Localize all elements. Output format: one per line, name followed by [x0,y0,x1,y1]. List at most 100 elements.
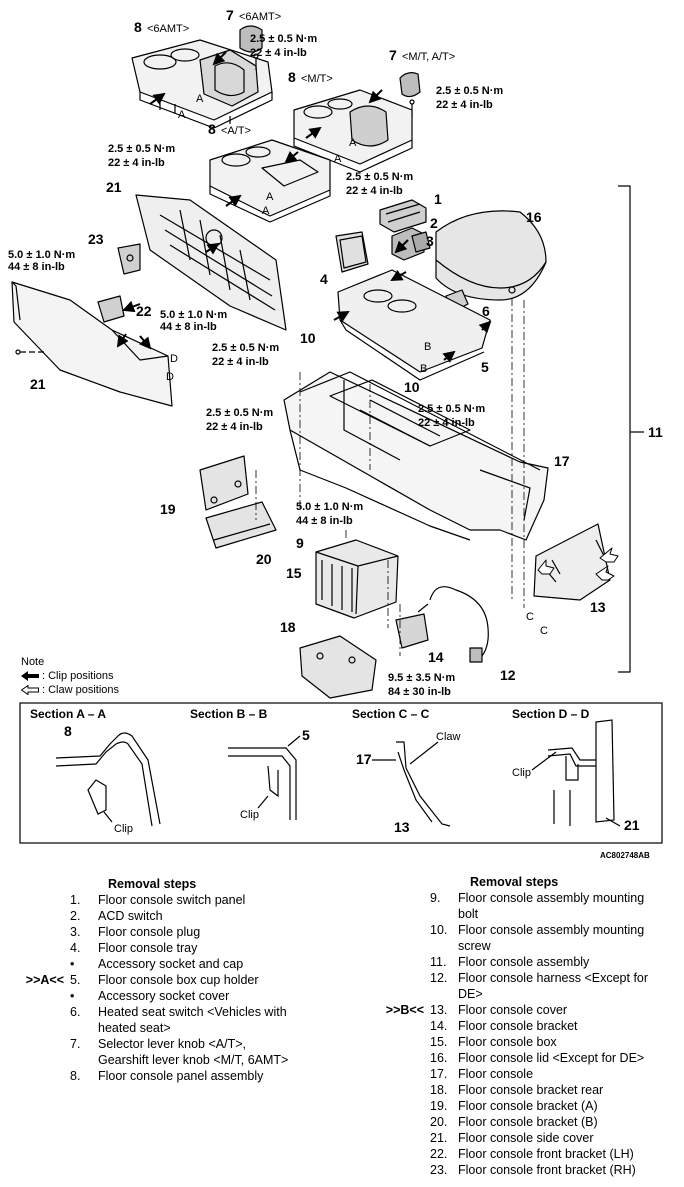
step-number: 16. [430,1051,448,1065]
step-number [430,938,458,954]
torque-2-nm: 2.5 ± 0.5 N·m [436,85,503,97]
part-3-label: 3 [426,233,434,249]
part-7-6amt-number: 7 [226,7,234,23]
ref-c-2: C [540,625,548,637]
step-text: heated seat> [98,1021,171,1035]
step-text: screw [458,939,491,953]
harness-12 [417,586,489,663]
removal-step: •Accessory socket cover [20,988,350,1004]
bracket-rear-18 [299,635,377,699]
removal-step: 10.Floor console assembly mounting [380,922,680,938]
torque-8-inlb: 22 ± 4 in-lb [418,417,475,429]
torque-10-inlb: 44 ± 8 in-lb [296,515,353,527]
removal-step: 18.Floor console bracket rear [380,1082,680,1098]
step-number: 20. [430,1115,448,1129]
step-number: 12. [430,971,448,985]
ref-b-1: B [424,341,431,353]
removal-step: DE> [380,986,680,1002]
step-reference-mark [20,956,70,972]
step-reference-mark [20,1052,70,1068]
part-22-label: 22 [136,303,152,319]
removal-step: bolt [380,906,680,922]
removal-steps-right-heading: Removal steps [470,875,559,889]
torque-10-nm: 5.0 ± 1.0 N·m [296,501,363,513]
step-reference-mark [20,1036,70,1052]
part-8-mt-number: 8 [288,69,296,85]
step-text: Floor console front bracket (RH) [458,1163,636,1177]
ref-d-2: D [166,371,174,383]
part-8-at-tag: <A/T> [221,125,251,137]
step-reference-mark [20,892,70,908]
removal-step: 17.Floor console [380,1066,680,1082]
step-number: 5. [70,973,81,987]
step-number: 8. [70,1069,81,1083]
step-reference-mark [20,940,70,956]
step-number [430,906,458,922]
torque-4-nm: 2.5 ± 0.5 N·m [346,171,413,183]
legend-clip-row: : Clip positions [21,669,119,683]
ref-a-3: A [349,137,357,149]
bracket-23 [117,243,141,275]
step-reference-mark [20,1068,70,1084]
step-text: Floor console bracket (B) [458,1115,598,1129]
section-bb-title: Section B – B [190,707,268,721]
torque-11-inlb: 84 ± 30 in-lb [388,686,451,698]
section-views-panel: Section A – A Section B – B Section C – … [19,702,663,844]
assembly-11-bracket [618,185,631,673]
torque-9-nm: 2.5 ± 0.5 N·m [206,407,273,419]
removal-step: 15.Floor console box [380,1034,680,1050]
panel-8-6amt [131,39,273,129]
step-reference-mark [380,1130,430,1146]
panel-8-mt [293,89,413,173]
part-18-label: 18 [280,619,296,635]
step-text: Floor console plug [98,925,201,939]
step-reference-mark [380,1146,430,1162]
step-number: • [70,957,75,971]
removal-step: 1.Floor console switch panel [20,892,350,908]
torque-9-inlb: 22 ± 4 in-lb [206,421,263,433]
step-text: Floor console assembly [458,955,590,969]
removal-steps-left: Removal steps 1.Floor console switch pan… [20,876,350,1084]
part-21-upper-label: 21 [106,179,122,195]
part-2-label: 2 [430,215,438,231]
section-bb-clip-label: Clip [240,809,259,821]
part-4-label: 4 [320,271,328,287]
console-box-15 [315,539,399,619]
part-16-label: 16 [526,209,542,225]
step-number: 17. [430,1067,448,1081]
step-reference-mark [380,922,430,938]
part-15-label: 15 [286,565,302,581]
step-text: Floor console front bracket (LH) [458,1147,634,1161]
step-number: 10. [430,923,448,937]
note-title: Note [21,656,45,668]
part-13-label: 13 [590,599,606,615]
part-11-label: 11 [648,424,663,440]
ref-a-6: A [262,205,270,217]
torque-6-nm: 5.0 ± 1.0 N·m [160,309,227,321]
section-aa-clip-label: Clip [114,823,133,835]
bracket-19 [199,455,249,511]
removal-step: 12. Floor console harness <Except for [380,970,680,986]
step-text: Floor console side cover [458,1131,594,1145]
torque-3-inlb: 22 ± 4 in-lb [108,157,165,169]
part-8-at-number: 8 [208,121,216,137]
part-20-label: 20 [256,551,272,567]
step-text: Floor console switch panel [98,893,246,907]
floor-console-17 [283,371,549,541]
step-text: Floor console assembly mounting [458,891,645,905]
torque-5-inlb: 44 ± 8 in-lb [8,261,65,273]
step-text: bolt [458,907,479,921]
removal-step: screw [380,938,680,954]
legend-clip-label: : Clip positions [42,670,114,682]
step-text: Gearshift lever knob <M/T, 6AMT> [98,1053,289,1067]
removal-step: 6.Heated seat switch <Vehicles with [20,1004,350,1020]
removal-step: 8.Floor console panel assembly [20,1068,350,1084]
part-8-mt-tag: <M/T> [301,73,333,85]
removal-step: 19.Floor console bracket (A) [380,1098,680,1114]
step-text: Floor console harness <Except for [458,971,649,985]
step-reference-mark [20,1004,70,1020]
step-reference-mark [380,906,430,922]
step-number: • [70,989,75,1003]
removal-steps-right: Removal steps 9.Floor console assembly m… [380,874,680,1178]
section-cc-claw-label: Claw [436,731,461,743]
